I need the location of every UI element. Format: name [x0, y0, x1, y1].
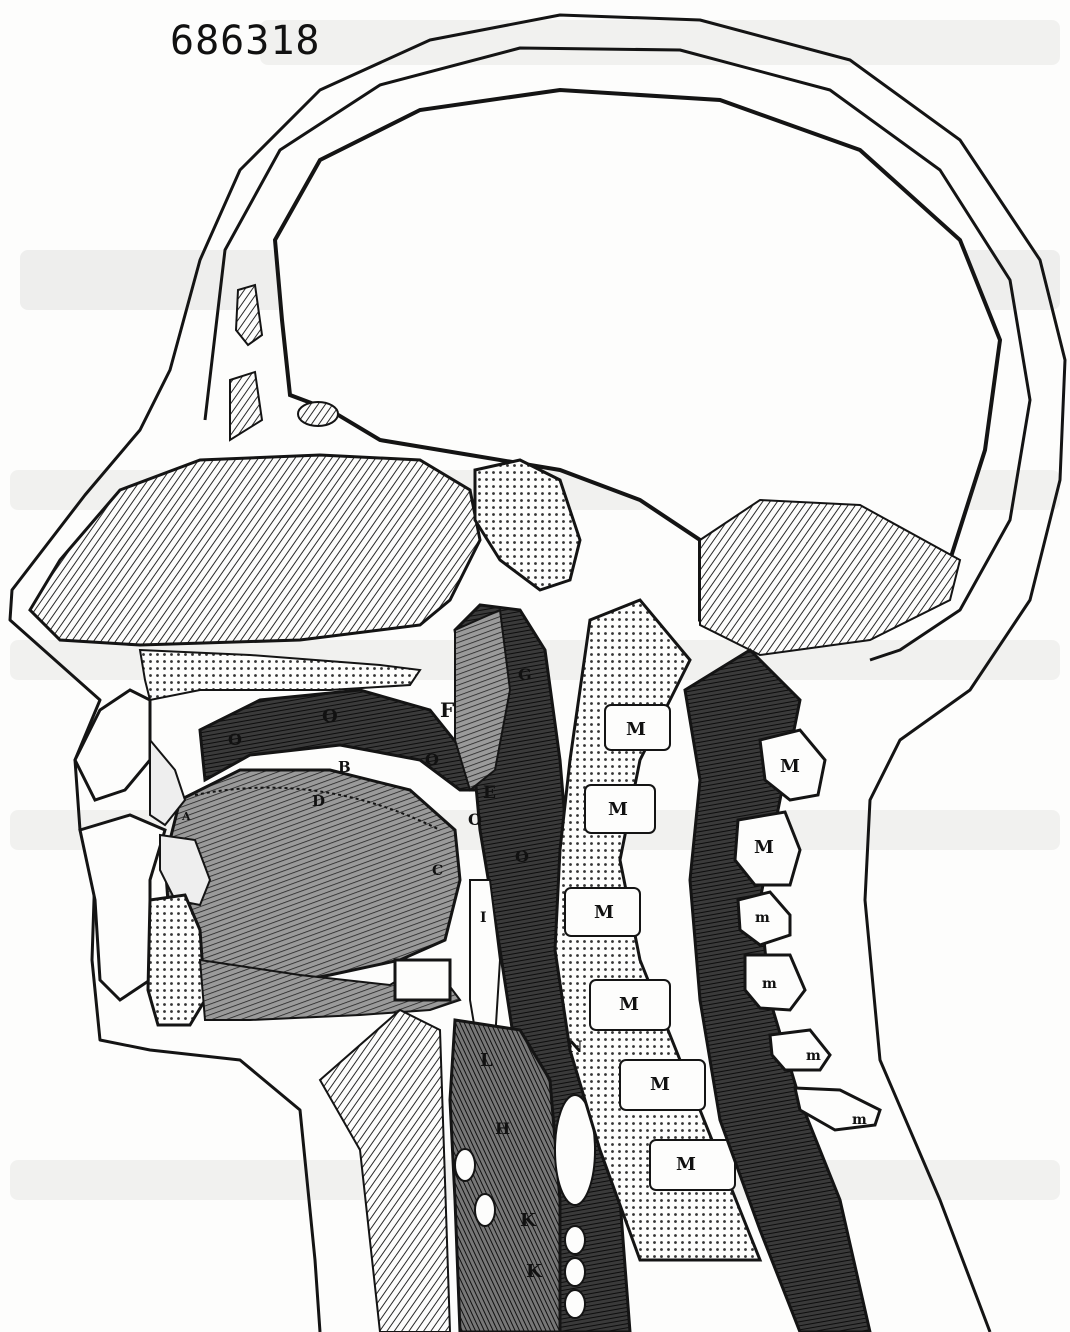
label-o-pharynx-1: O: [468, 810, 482, 829]
sphenoid-bone: [475, 460, 580, 590]
frontal-sinus-upper: [236, 285, 262, 345]
label-m-spinous-2: M: [754, 837, 774, 858]
label-g: G: [518, 665, 532, 684]
label-m-small-3: m: [806, 1048, 821, 1064]
label-m-vertebra-1: M: [626, 719, 646, 740]
label-h: H: [495, 1119, 510, 1138]
label-m-vertebra-6: M: [676, 1154, 696, 1175]
label-o-palate-1: O: [228, 730, 242, 749]
frontal-sinus-lower: [230, 372, 262, 440]
label-e: E: [483, 783, 496, 803]
label-b: B: [338, 758, 351, 776]
sphenoid-small-sinus: [298, 402, 338, 426]
label-o-palate-2: O: [322, 706, 338, 727]
label-m-spinous-1: M: [780, 756, 800, 777]
label-m-small-1: m: [755, 910, 770, 926]
label-m-vertebra-4: M: [619, 994, 639, 1015]
upper-lip: [75, 690, 150, 800]
hyoid-bone: [395, 960, 450, 1000]
label-m-vertebra-2: M: [608, 799, 628, 820]
label-i: I: [480, 910, 487, 926]
label-k-1: K: [520, 1210, 537, 1231]
anterior-neck-tissue: [320, 1010, 450, 1332]
label-d: D: [312, 792, 325, 810]
label-c: C: [432, 863, 443, 879]
label-o-palate-3: O: [425, 750, 439, 769]
label-l: L: [480, 1050, 493, 1071]
hard-palate: [140, 650, 420, 700]
label-a: A: [181, 810, 191, 823]
label-m-vertebra-5: M: [650, 1074, 670, 1095]
label-m-small-4: m: [852, 1112, 867, 1128]
label-f: F: [440, 698, 454, 722]
label-m-vertebra-3: M: [594, 902, 614, 923]
label-n: N: [568, 1037, 583, 1056]
label-k-2: K: [526, 1261, 543, 1282]
label-m-small-2: m: [762, 976, 777, 992]
nasal-cavity: [30, 455, 480, 645]
label-o-pharynx-2: O: [515, 847, 529, 866]
